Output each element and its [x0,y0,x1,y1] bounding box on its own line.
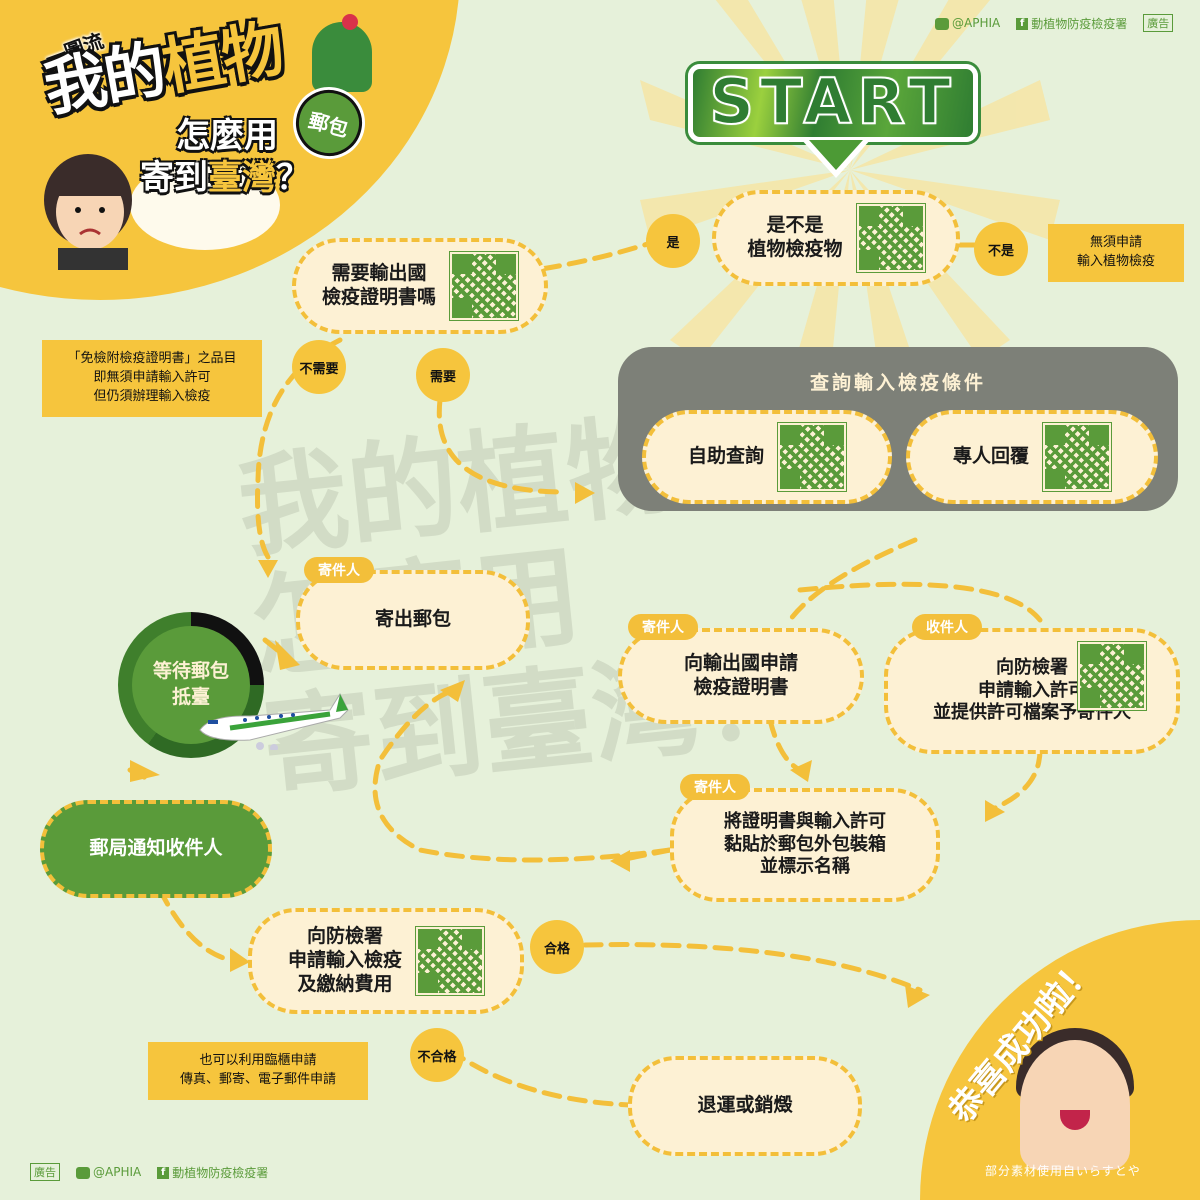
line-link[interactable]: @APHIA [76,1165,141,1179]
frowning-woman-illustration [44,154,132,270]
qr-code-icon[interactable] [855,203,926,273]
qr-code-icon[interactable] [1077,641,1147,711]
facebook-icon: f [1016,18,1029,30]
facebook-icon: f [157,1167,170,1179]
decision-pass: 合格 [530,920,584,974]
start-arrow-inner-icon [809,140,863,170]
ad-label: 廣告 [30,1163,60,1181]
title-line3: 寄到臺灣？ [140,158,310,198]
tag-receiver: 收件人 [912,614,982,640]
cactus-flower-illustration [342,14,358,30]
node-apply-export-cert: 向輸出國申請 檢疫證明書 [618,628,864,724]
thought-bubble-illustration [130,160,280,250]
qr-code-icon[interactable] [777,422,847,492]
node-attach-documents: 將證明書與輸入許可 黏貼於郵包外包裝箱 並標示名稱 [670,788,940,902]
decision-yes: 是 [646,214,700,268]
airplane-icon [199,692,349,750]
note-not-plant: 無須申請 輸入植物檢疫 [1048,224,1184,282]
qr-code-icon[interactable] [1042,422,1112,492]
line-icon [76,1166,90,1179]
node-return-or-destroy: 退運或銷燬 [628,1056,862,1156]
qr-code-icon[interactable] [449,251,519,321]
line-icon [935,17,949,30]
node-need-export-cert[interactable]: 需要輸出國 檢疫證明書嗎 [292,238,548,334]
node-is-plant-quarantine[interactable]: 是不是 植物檢疫物 [712,190,960,286]
note-exempt-items: 「免檢附檢疫證明書」之品目 即無須申請輸入許可 但仍須辦理輸入檢疫 [42,340,262,417]
title-line2: 怎麼用 [176,116,278,156]
node-person-reply[interactable]: 專人回覆 [906,410,1158,504]
decision-not-needed: 不需要 [292,340,346,394]
node-apply-import-permit[interactable]: 向防檢署 申請輸入許可 並提供許可檔案予寄件人 [884,628,1180,754]
decision-needed: 需要 [416,348,470,402]
node-wait-parcel: 等待郵包 抵臺 [132,626,250,744]
ad-label: 廣告 [1143,14,1174,32]
note-counter-application: 也可以利用臨櫃申請 傳真、郵寄、電子郵件申請 [148,1042,368,1100]
image-credit: 部分素材使用自いらすとや [985,1164,1141,1178]
qr-code-icon[interactable] [415,926,485,996]
tag-sender: 寄件人 [304,557,374,583]
happy-woman-mouth-illustration [1060,1110,1090,1130]
line-link[interactable]: @APHIA [935,16,1000,30]
start-label: START [688,64,978,142]
node-post-office-notify: 郵局通知收件人 [40,800,272,898]
cactus-illustration [312,22,372,92]
node-apply-inspection[interactable]: 向防檢署 申請輸入檢疫 及繳納費用 [248,908,524,1014]
tag-sender: 寄件人 [628,614,698,640]
panel-title: 查詢輸入檢疫條件 [809,372,986,394]
decision-no: 不是 [974,222,1028,276]
decision-fail: 不合格 [410,1028,464,1082]
node-send-parcel: 寄出郵包 [296,570,530,670]
node-self-query[interactable]: 自助查詢 [642,410,892,504]
tag-sender: 寄件人 [680,774,750,800]
happy-woman-illustration [1020,1040,1130,1170]
